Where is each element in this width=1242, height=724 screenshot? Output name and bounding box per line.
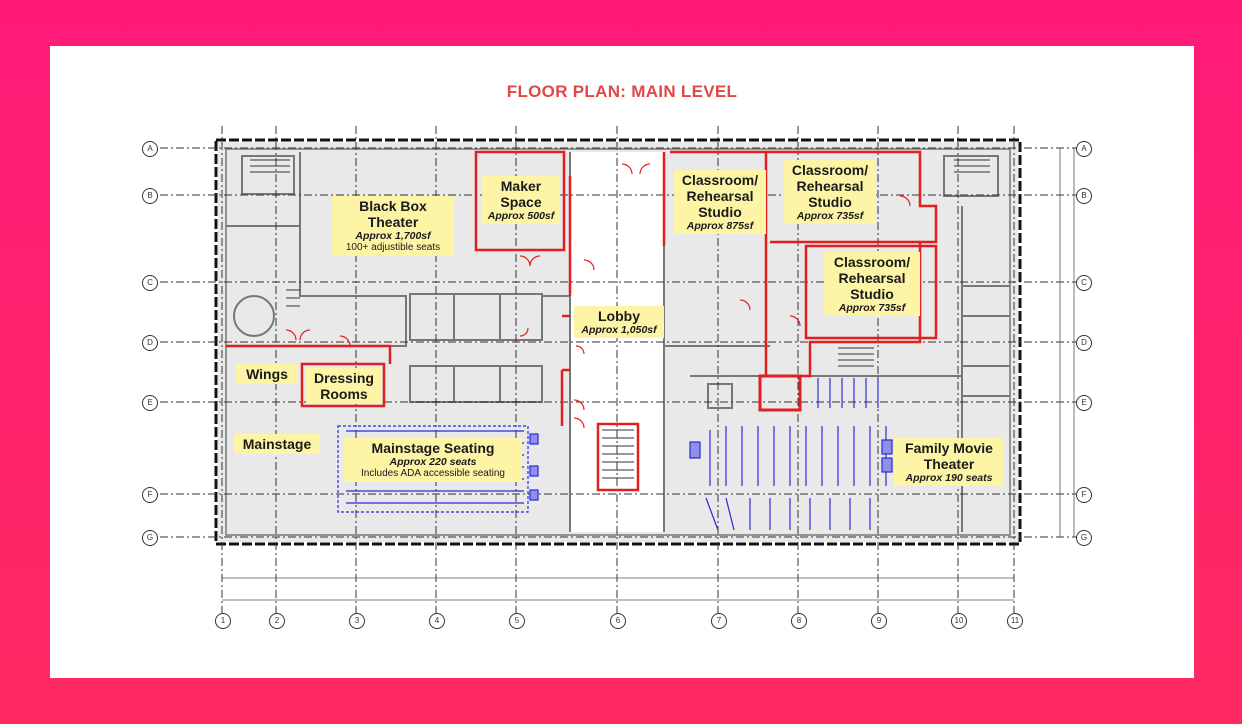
room-name: Mainstage Seating: [371, 440, 495, 456]
grid-bubble-col: 11: [1007, 613, 1023, 629]
room-label-lobby: Lobby Approx 1,050sf: [574, 306, 664, 339]
room-label-family-movie-theater: Family Movie Theater Approx 190 seats: [894, 438, 1004, 487]
stairs: [250, 159, 990, 479]
room-name: Mainstage: [242, 436, 312, 452]
grid-bubble-col: 1: [215, 613, 231, 629]
grid-bubble-col: 4: [429, 613, 445, 629]
grid-bubble-row: G: [1076, 530, 1092, 546]
elevator-outline: [758, 374, 802, 412]
room-label-classroom-1: Classroom/ Rehearsal Studio Approx 875sf: [674, 170, 766, 235]
room-area: Approx 1,700sf: [355, 230, 431, 243]
floor-plan-drawing: [160, 126, 1080, 616]
room-label-black-box: Black Box Theater Approx 1,700sf 100+ ad…: [332, 196, 454, 256]
room-name: Black Box: [359, 198, 427, 214]
room-name: Classroom/: [791, 162, 869, 178]
grid-bubble-col: 7: [711, 613, 727, 629]
room-name: Studio: [808, 194, 852, 211]
room-name: Studio: [698, 204, 742, 221]
room-name: Maker: [500, 178, 542, 194]
grid-bubble-row: F: [142, 487, 158, 503]
grid-bubble-row: C: [1076, 275, 1092, 291]
room-name: Theater: [923, 456, 975, 473]
page-title: FLOOR PLAN: MAIN LEVEL: [506, 82, 738, 101]
grid-bubble-col: 2: [269, 613, 285, 629]
room-label-classroom-2: Classroom/ Rehearsal Studio Approx 735sf: [784, 160, 876, 225]
grid-bubble-row: C: [142, 275, 158, 291]
grid-bubble-col: 5: [509, 613, 525, 629]
room-label-maker-space: Maker Space Approx 500sf: [482, 176, 560, 225]
room-name: Wings: [246, 366, 288, 382]
door-swings: [285, 163, 911, 429]
room-name: Rehearsal: [838, 270, 906, 287]
room-name: Rooms: [320, 386, 368, 403]
room-area: Approx 500sf: [487, 210, 555, 223]
grid-bubble-row: D: [1076, 335, 1092, 351]
room-name: Dressing: [314, 370, 374, 386]
room-name: Theater: [367, 214, 419, 231]
room-note: 100+ adjustible seats: [345, 242, 441, 254]
stair-outline: [596, 422, 640, 492]
highlighted-rooms: [226, 150, 938, 492]
grid-bubble-row: E: [1076, 395, 1092, 411]
room-name: Space: [500, 194, 542, 211]
room-note: Includes ADA accessible seating: [361, 468, 505, 480]
dressing-rooms-outline: [300, 362, 386, 408]
grid-bubble-col: 9: [871, 613, 887, 629]
movie-theater-seats: [689, 378, 893, 531]
grid-bubble-row: B: [1076, 188, 1092, 204]
room-label-wings: Wings: [236, 364, 298, 385]
room-name: Rehearsal: [796, 178, 864, 195]
room-label-classroom-3: Classroom/ Rehearsal Studio Approx 735sf: [824, 252, 920, 317]
room-area: Approx 735sf: [838, 302, 906, 315]
room-label-mainstage: Mainstage: [234, 434, 320, 455]
maker-space-outline: [474, 150, 566, 252]
room-name: Family Movie: [905, 440, 993, 456]
room-label-mainstage-seating: Mainstage Seating Approx 220 seats Inclu…: [344, 438, 522, 482]
grid-bubble-row: A: [142, 141, 158, 157]
floor-plan-card: FLOOR PLAN: MAIN LEVEL: [50, 46, 1194, 678]
grid-bubble-col: 6: [610, 613, 626, 629]
room-area: Approx 220 seats: [389, 456, 477, 469]
room-area: Approx 875sf: [686, 220, 754, 233]
grid-bubble-row: F: [1076, 487, 1092, 503]
grid-bubble-row: A: [1076, 141, 1092, 157]
grid-bubble-row: B: [142, 188, 158, 204]
grid-bubble-col: 10: [951, 613, 967, 629]
room-name: Studio: [850, 286, 894, 303]
room-name: Rehearsal: [686, 188, 754, 205]
grid-bubble-col: 8: [791, 613, 807, 629]
room-area: Approx 735sf: [796, 210, 864, 223]
dimension-lines: [222, 148, 1075, 601]
room-label-dressing-rooms: Dressing Rooms: [306, 368, 382, 405]
grid-bubble-row: E: [142, 395, 158, 411]
room-name: Classroom/: [681, 172, 759, 188]
grid-bubble-col: 3: [349, 613, 365, 629]
room-area: Approx 190 seats: [905, 472, 993, 485]
room-name: Classroom/: [833, 254, 911, 270]
room-area: Approx 1,050sf: [581, 324, 657, 337]
grid-bubble-row: G: [142, 530, 158, 546]
grid-bubble-row: D: [142, 335, 158, 351]
room-name: Lobby: [598, 308, 640, 324]
